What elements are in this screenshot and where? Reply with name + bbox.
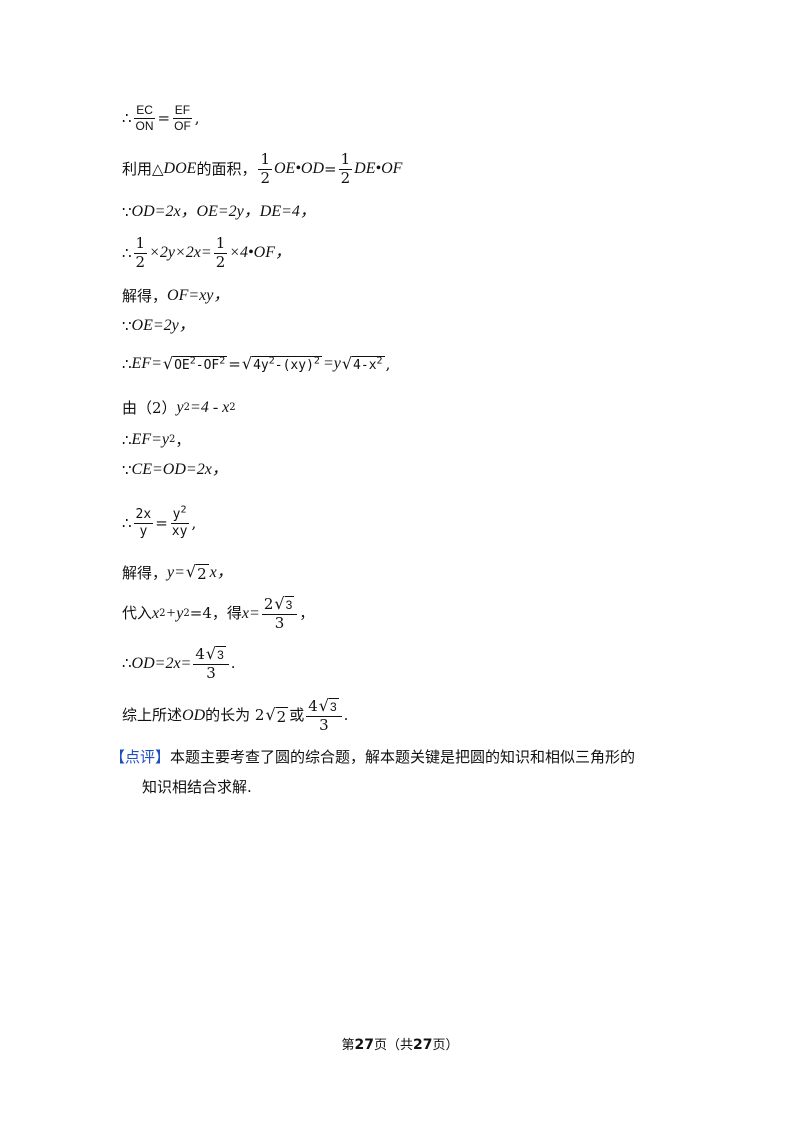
sqrt-4y-xy: √ 4y2-(xy)2 [241, 354, 322, 373]
line-10: ∵ CE=OD=2x， [122, 460, 228, 479]
line-15: 综上所述 OD 的长为 2 √ 2 或 4√3 3 . [122, 696, 349, 734]
line-14: ∴ OD=2x= 4√3 3 . [122, 644, 236, 682]
fraction-y2-xy: y2 xy [170, 504, 189, 539]
fraction-half: 1 2 [133, 234, 148, 271]
line-12: 解得， y= √ 2 x， [122, 562, 233, 583]
line-2: 利用△ DOE 的面积， 1 2 OE•OD = 1 2 DE•OF [122, 150, 403, 187]
sqrt-2: √ 2 [185, 562, 209, 583]
fraction-2sqrt3-3: 2√3 3 [261, 596, 298, 632]
review-line-2: 知识相结合求解. [142, 780, 252, 795]
line-11: ∴ 2x y = y2 xy , [122, 504, 197, 539]
line-7: ∴ EF= √ OE2-OF2 = √ 4y2-(xy)2 =y √ 4-x2 … [122, 354, 391, 373]
fraction-4sqrt3-3: 4√3 3 [306, 698, 342, 734]
line-6: ∵ OE=2y， [122, 316, 195, 335]
line-4: ∴ 1 2 ×2y×2x= 1 2 ×4•OF， [122, 234, 291, 271]
fraction-ef-of: EF OF [172, 103, 193, 133]
line-5: 解得， OF=xy， [122, 286, 230, 305]
sqrt-oe-of: √ OE2-OF2 [162, 354, 228, 373]
page-number: 27 [354, 1037, 374, 1053]
line-3: ∵ OD=2x，OE=2y，DE=4， [122, 202, 316, 221]
review-tag: 【点评】 [110, 748, 171, 766]
sqrt-2: √ 2 [265, 704, 289, 726]
review-line-1: 【点评】 本题主要考查了圆的综合题，解本题关键是把圆的知识和相似三角形的 [110, 750, 635, 765]
fraction-4sqrt3-3: 4√3 3 [193, 646, 229, 682]
fraction-half: 1 2 [338, 150, 353, 187]
sqrt-4-x2: √ 4-x2 [341, 354, 385, 373]
review-text: 本题主要考查了圆的综合题，解本题关键是把圆的知识和相似三角形的 [170, 748, 636, 766]
fraction-2x-y: 2x y [133, 507, 154, 539]
line-1: ∴ EC ON = EF OF , [122, 103, 200, 133]
fraction-half: 1 2 [213, 234, 228, 271]
page-footer: 第27页（共27页） [341, 1037, 459, 1053]
fraction-half: 1 2 [258, 150, 272, 187]
fraction-ec-on: EC ON [134, 103, 155, 133]
therefore-symbol: ∴ [122, 108, 132, 127]
page-total: 27 [413, 1037, 433, 1053]
review-text-cont: 知识相结合求解. [142, 778, 252, 796]
